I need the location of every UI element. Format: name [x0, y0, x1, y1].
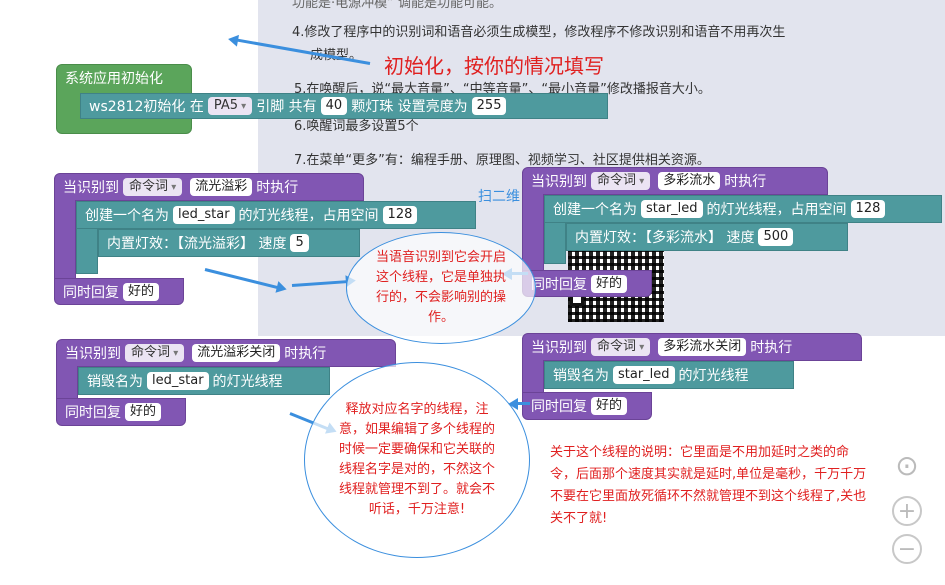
thread-name-input[interactable]: star_led [613, 366, 675, 384]
reply-input[interactable]: 好的 [591, 274, 628, 293]
thread-name-input[interactable]: led_star [173, 206, 235, 224]
speed-input[interactable]: 500 [758, 228, 794, 246]
effect-label: 内置灯效：【流光溢彩】 速度 [107, 236, 287, 252]
recognize-block-4[interactable]: 当识别到 命令词 多彩流水关闭 时执行 [522, 333, 862, 361]
when-label: 当识别到 [63, 180, 119, 196]
thread-space-input[interactable]: 128 [850, 200, 886, 218]
block-spine [76, 228, 98, 274]
block-spine [56, 366, 78, 398]
recenter-icon[interactable]: ⊙ [892, 449, 922, 482]
led-count-input[interactable]: 40 [320, 97, 348, 115]
then-label: 时执行 [256, 180, 299, 196]
command-word-input[interactable]: 流光溢彩关闭 [192, 344, 281, 362]
recognize-block-3[interactable]: 当识别到 命令词 流光溢彩关闭 时执行 [56, 339, 396, 367]
create-label: 创建一个名为 [553, 202, 637, 218]
zoom-in-button[interactable]: + [892, 496, 922, 526]
thread-space-input[interactable]: 128 [382, 206, 418, 224]
block-spine [54, 200, 76, 278]
init-annotation: 初始化，按你的情况填写 [384, 54, 604, 78]
create-thread-block-1[interactable]: 创建一个名为 led_star 的灯光线程，占用空间 128 [76, 201, 476, 229]
command-dropdown[interactable]: 命令词 [123, 178, 183, 196]
destroy-label: 销毁名为 [553, 368, 609, 384]
recognize-block-2[interactable]: 当识别到 命令词 多彩流水 时执行 [522, 167, 828, 195]
destroy-thread-block-2[interactable]: 销毁名为 star_led 的灯光线程 [544, 361, 794, 389]
note-line: 4.修改了程序中的识别词和语音必须生成模型，修改程序不修改识别和语音不用再次生 [292, 25, 786, 40]
effect-block-2[interactable]: 内置灯效：【多彩流水】 速度 500 [566, 223, 848, 251]
thread-mid-label: 的灯光线程，占用空间 [238, 208, 379, 224]
reply-label: 同时回复 [531, 399, 587, 415]
scan-qr-label: 扫二维 [478, 189, 520, 205]
then-label: 时执行 [724, 174, 767, 190]
recognize-block-1[interactable]: 当识别到 命令词 流光溢彩 时执行 [54, 173, 364, 201]
command-word-input[interactable]: 流光溢彩 [190, 178, 253, 196]
thread-name-input[interactable]: star_led [641, 200, 703, 218]
ws2812-init-block[interactable]: ws2812初始化 在 PA5 引脚 共有 40 颗灯珠 设置亮度为 255 [80, 93, 608, 119]
release-note-bubble: 释放对应名字的线程，注意，如果编辑了多个线程的时候一定要确保和它关联的线程名字是… [304, 362, 530, 558]
then-label: 时执行 [284, 346, 327, 362]
block-spine [522, 360, 544, 392]
count-suffix-label: 颗灯珠 设置亮度为 [351, 99, 468, 115]
pin-dropdown[interactable]: PA5 [207, 97, 253, 115]
destroy-label: 销毁名为 [87, 374, 143, 390]
thread-name-input[interactable]: led_star [147, 372, 209, 390]
ws2812-label: ws2812初始化 在 [89, 99, 204, 115]
init-block-title: 系统应用初始化 [65, 71, 163, 87]
command-dropdown[interactable]: 命令词 [125, 344, 185, 362]
reply-row-4[interactable]: 同时回复 好的 [522, 392, 652, 420]
note-line: 6.唤醒词最多设置5个 [294, 119, 419, 134]
block-spine [522, 194, 544, 270]
pin-suffix-label: 引脚 共有 [256, 99, 317, 115]
command-dropdown[interactable]: 命令词 [591, 172, 651, 190]
arrow-icon [512, 402, 530, 405]
destroy-thread-block-1[interactable]: 销毁名为 led_star 的灯光线程 [78, 367, 330, 395]
effect-label: 内置灯效：【多彩流水】 速度 [575, 230, 755, 246]
reply-row-2[interactable]: 同时回复 好的 [522, 270, 652, 297]
command-word-input[interactable]: 多彩流水 [658, 172, 721, 190]
note-line: 功能是·电源冲模” 调能是功能可能。 [292, 0, 502, 11]
thread-mid-label: 的灯光线程，占用空间 [706, 202, 847, 218]
effect-block-1[interactable]: 内置灯效：【流光溢彩】 速度 5 [98, 229, 360, 257]
zoom-out-button[interactable]: − [892, 534, 922, 564]
note-line: 7.在菜单“更多”有：编程手册、原理图、视频学习、社区提供相关资源。 [294, 153, 710, 168]
when-label: 当识别到 [65, 346, 121, 362]
reply-label: 同时回复 [65, 405, 121, 421]
speed-input[interactable]: 5 [290, 234, 309, 252]
command-word-input[interactable]: 多彩流水关闭 [658, 338, 747, 356]
create-thread-block-2[interactable]: 创建一个名为 star_led 的灯光线程，占用空间 128 [544, 195, 942, 223]
reply-input[interactable]: 好的 [591, 397, 628, 415]
when-label: 当识别到 [531, 174, 587, 190]
command-dropdown[interactable]: 命令词 [591, 338, 651, 356]
reply-input[interactable]: 好的 [123, 282, 160, 301]
reply-label: 同时回复 [63, 284, 119, 301]
reply-row-3[interactable]: 同时回复 好的 [56, 398, 186, 426]
block-spine [544, 222, 566, 264]
explain-note: 关于这个线程的说明：它里面是不用加延时之类的命令，后面那个速度其实就是延时,单位… [550, 445, 867, 526]
destroy-suffix-label: 的灯光线程 [678, 368, 749, 384]
reply-label: 同时回复 [531, 276, 587, 293]
reply-input[interactable]: 好的 [125, 403, 162, 421]
brightness-input[interactable]: 255 [471, 97, 507, 115]
when-label: 当识别到 [531, 340, 587, 356]
then-label: 时执行 [750, 340, 793, 356]
reply-row-1[interactable]: 同时回复 好的 [54, 278, 184, 305]
thread-note-bubble: 当语音识别到它会开启这个线程，它是单独执行的，不会影响别的操作。 [346, 232, 536, 344]
destroy-suffix-label: 的灯光线程 [212, 374, 283, 390]
create-label: 创建一个名为 [85, 208, 169, 224]
